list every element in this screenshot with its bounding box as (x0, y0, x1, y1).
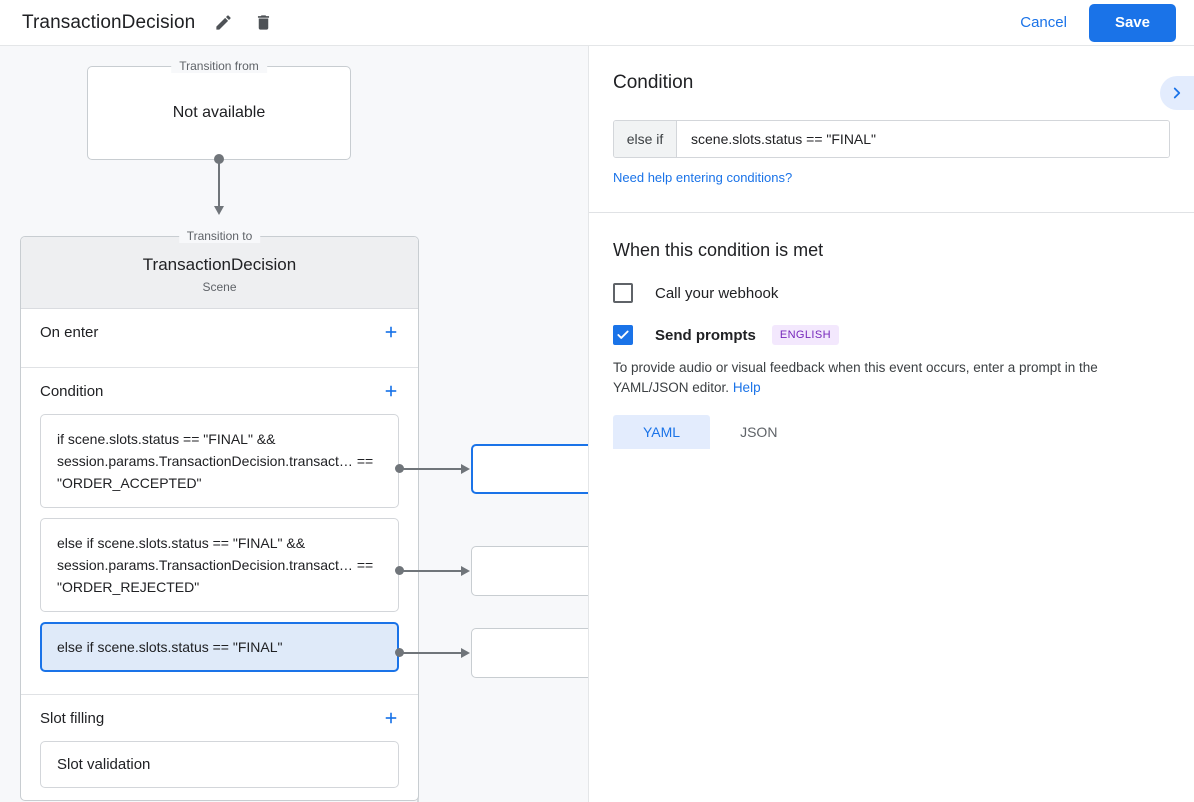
connector-arrow (461, 648, 470, 658)
webhook-checkbox[interactable] (613, 283, 633, 303)
arrow-line (218, 162, 220, 208)
page-title: TransactionDecision (22, 11, 196, 33)
app-header: TransactionDecision Cancel Save (0, 0, 1194, 46)
condition-card-selected[interactable]: else if scene.slots.status == "FINAL" (40, 622, 399, 672)
save-button[interactable]: Save (1088, 3, 1176, 42)
transition-from-legend: Transition from (171, 59, 267, 73)
condition-card[interactable]: else if scene.slots.status == "FINAL" &&… (40, 518, 399, 612)
language-badge: ENGLISH (771, 325, 839, 345)
condition-detail-panel: Condition else if Need help entering con… (588, 46, 1194, 802)
prompts-description-text: To provide audio or visual feedback when… (613, 360, 1098, 395)
transition-from-card[interactable]: Transition from Not available (87, 59, 351, 160)
webhook-checkbox-row[interactable]: Call your webhook (613, 283, 1170, 303)
panel-body: Condition else if Need help entering con… (589, 46, 1194, 449)
prompts-description: To provide audio or visual feedback when… (613, 358, 1170, 398)
trash-icon[interactable] (251, 11, 275, 35)
connector-1 (395, 464, 475, 474)
pencil-icon[interactable] (211, 11, 235, 35)
output-box[interactable] (471, 546, 588, 596)
scene-type: Scene (202, 280, 237, 294)
connector-dot (395, 648, 404, 657)
connector-arrow (461, 464, 470, 474)
editor-format-tabs: YAML JSON (613, 415, 1170, 449)
tab-json[interactable]: JSON (740, 424, 778, 440)
section-head-condition: Condition (21, 368, 418, 414)
output-box[interactable] (471, 628, 588, 678)
send-prompts-label: Send prompts (655, 326, 756, 344)
tab-yaml[interactable]: YAML (613, 415, 711, 449)
flow-arrow (212, 154, 226, 218)
chevron-right-icon[interactable] (1160, 76, 1194, 110)
panel-title: Condition (613, 72, 694, 93)
condition-prefix-label: else if (614, 121, 677, 157)
connector-line (403, 652, 463, 654)
prompts-help-link[interactable]: Help (732, 380, 761, 395)
slot-validation-card[interactable]: Slot validation (40, 741, 399, 788)
transition-from-value: Not available (172, 104, 266, 121)
arrow-dot (214, 154, 224, 164)
connector-line (403, 570, 463, 572)
section-condition: Condition if scene.slots.status == "FINA… (21, 368, 418, 695)
scene-name: TransactionDecision (142, 255, 297, 274)
plus-icon-on-enter[interactable] (378, 319, 404, 345)
condition-expression-input[interactable] (677, 121, 1169, 157)
scene-graph-canvas: Transition from Not available Transition… (0, 46, 588, 802)
output-box-selected[interactable] (471, 444, 588, 494)
send-prompts-row[interactable]: Send prompts ENGLISH (613, 325, 1170, 345)
connector-2 (395, 566, 475, 576)
section-slot-filling: Slot filling Slot validation (21, 695, 418, 800)
connector-3 (395, 648, 475, 658)
transition-to-card: Transition to TransactionDecision Scene … (20, 229, 419, 801)
section-head-on-enter: On enter (21, 309, 418, 355)
webhook-checkbox-label: Call your webhook (655, 284, 779, 302)
condition-expression-row: else if (613, 120, 1170, 158)
connector-dot (395, 464, 404, 473)
cancel-button[interactable]: Cancel (1008, 6, 1079, 39)
section-on-enter: On enter (21, 309, 418, 368)
section-head-slot-filling: Slot filling (21, 695, 418, 741)
connector-line (403, 468, 463, 470)
plus-icon-slot-filling[interactable] (378, 705, 404, 731)
plus-icon-condition[interactable] (378, 378, 404, 404)
section-title-slot-filling: Slot filling (40, 709, 105, 727)
transition-to-legend: Transition to (178, 229, 261, 243)
panel-header: Condition (613, 46, 1170, 94)
condition-card[interactable]: if scene.slots.status == "FINAL" && sess… (40, 414, 399, 508)
arrow-head (214, 206, 224, 215)
section-title-on-enter: On enter (40, 323, 99, 341)
connector-arrow (461, 566, 470, 576)
connector-dot (395, 566, 404, 575)
condition-help-link[interactable]: Need help entering conditions? (613, 170, 793, 185)
panel-divider (589, 212, 1194, 213)
scene-header[interactable]: TransactionDecision Scene (21, 237, 418, 309)
section-title-condition: Condition (40, 382, 104, 400)
when-condition-met-heading: When this condition is met (613, 240, 824, 260)
send-prompts-checkbox[interactable] (613, 325, 633, 345)
